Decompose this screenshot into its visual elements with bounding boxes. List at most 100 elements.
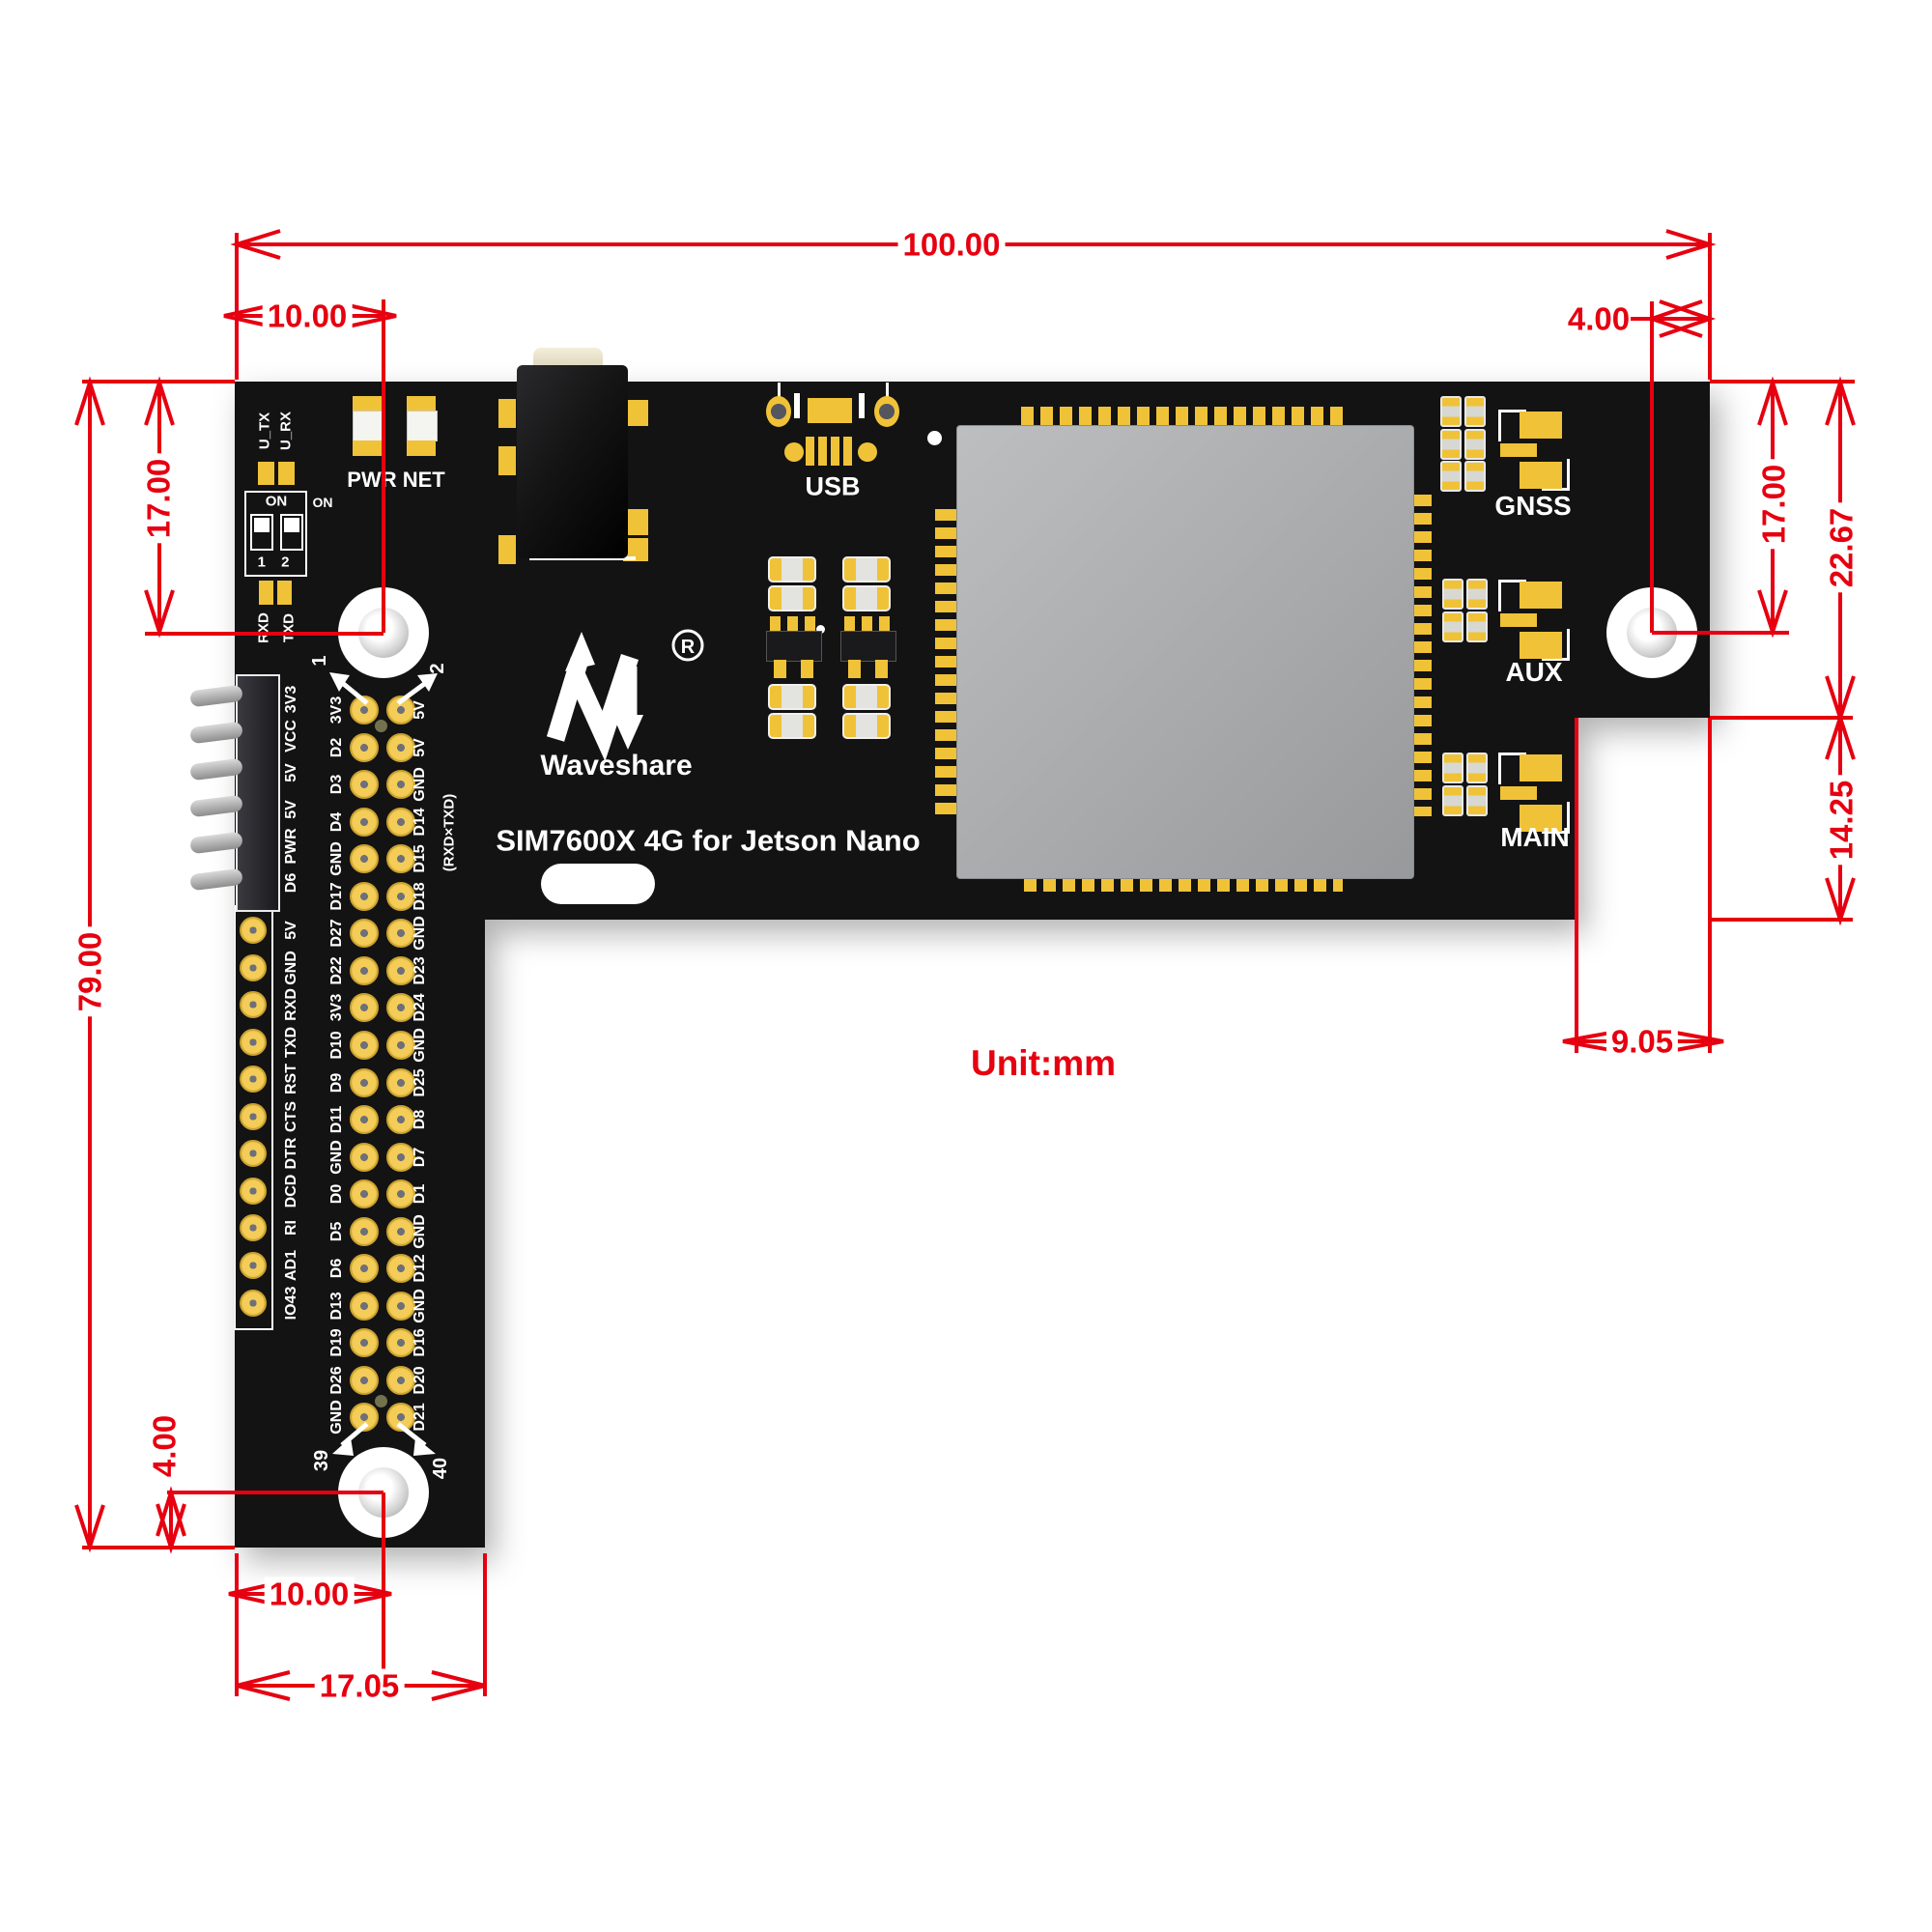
- dim-top-right-offset: 4.00: [1567, 300, 1631, 337]
- gpio-hole: [386, 770, 415, 800]
- smd-component: [768, 713, 816, 739]
- board-slot: [541, 864, 655, 904]
- gpio-hole: [350, 1142, 379, 1172]
- side-header-body: [236, 674, 280, 912]
- smd-component: [1440, 396, 1462, 427]
- gpio-hole: [386, 1179, 415, 1209]
- smd-component: [1442, 579, 1463, 610]
- dip-switch-on-label: ON: [265, 493, 288, 510]
- gpio-hole: [386, 993, 415, 1023]
- smd-component: [1442, 753, 1463, 783]
- sot23-pin: [801, 660, 813, 678]
- sot23-pin: [805, 616, 815, 633]
- modem-header-hole: [240, 1028, 267, 1056]
- gpio-hole: [386, 1216, 415, 1246]
- smd-component: [1464, 429, 1486, 460]
- usb-mount-pad: [874, 396, 899, 427]
- dip-switch-on-side-label: ON: [312, 495, 333, 510]
- gpio-hole: [386, 844, 415, 874]
- svg-text:R: R: [681, 637, 696, 658]
- dip-switch-numbers: 1 2: [257, 554, 296, 571]
- usb-silk-bar: [859, 393, 865, 418]
- jack-pad: [498, 446, 516, 475]
- net-led-pad: [407, 396, 436, 411]
- gpio-hole: [350, 807, 379, 837]
- sot23-pin: [879, 616, 890, 633]
- usb-label: USB: [805, 471, 861, 501]
- gpio-hole: [386, 1105, 415, 1135]
- smd-component: [842, 556, 891, 582]
- gpio-hole: [386, 919, 415, 949]
- gpio-hole: [350, 844, 379, 874]
- sot23-pin: [862, 616, 872, 633]
- modem-header-hole: [240, 1214, 267, 1242]
- smd-pad: [259, 581, 273, 605]
- dip-switch: [244, 491, 307, 577]
- smd-component: [1440, 429, 1462, 460]
- sot23-pin: [875, 660, 888, 678]
- smd-component: [842, 713, 891, 739]
- gpio-hole: [350, 1254, 379, 1284]
- modem-header-hole: [240, 991, 267, 1019]
- fiducial-dot: [375, 1395, 387, 1407]
- modem-header-hole: [240, 953, 267, 981]
- sot23-pin: [844, 616, 855, 633]
- dim-arm-width: 17.05: [314, 1668, 405, 1703]
- gpio-hole: [350, 1067, 379, 1097]
- sot23-pin: [770, 616, 781, 633]
- usb-silk-line: [886, 383, 889, 398]
- smd-component: [1466, 611, 1488, 642]
- chip-pads-top: [1021, 407, 1346, 428]
- gpio-hole: [386, 1365, 415, 1395]
- pwr-net-label: PWR NET: [347, 468, 445, 492]
- pwr-led-pad: [353, 440, 382, 456]
- usb-silk-line: [778, 383, 781, 398]
- main-antenna-footprint: [1498, 753, 1570, 834]
- gnss-label: GNSS: [1494, 491, 1572, 521]
- sot23-body: [766, 631, 822, 662]
- jack-pad: [498, 535, 516, 564]
- chip-pads-left: [935, 509, 956, 816]
- smd-component: [842, 684, 891, 710]
- usb-pad-round: [858, 442, 877, 462]
- usb-mount-pad: [766, 396, 791, 427]
- modem-header-hole: [240, 917, 267, 944]
- fiducial-dot: [927, 431, 942, 445]
- pwr-led-pad: [353, 396, 382, 411]
- smd-component: [768, 556, 816, 582]
- gpio-hole: [350, 1030, 379, 1060]
- usb-signal-pads: [806, 437, 856, 466]
- usb-pad-round: [784, 442, 804, 462]
- aux-label: AUX: [1505, 657, 1563, 687]
- modem-header-hole: [240, 1289, 267, 1317]
- gpio-hole: [386, 1254, 415, 1284]
- dim-cutout-width: 9.05: [1605, 1024, 1679, 1059]
- smd-component: [842, 585, 891, 611]
- gpio-hole: [386, 881, 415, 911]
- smd-component: [1442, 611, 1463, 642]
- gpio-hole: [350, 770, 379, 800]
- modem-header-hole: [240, 1177, 267, 1205]
- dip-switch-toggle-1: [250, 514, 273, 551]
- gpio-hole: [386, 807, 415, 837]
- gnss-antenna-footprint: [1498, 410, 1570, 491]
- gpio-hole: [386, 1328, 415, 1358]
- sot23-body: [840, 631, 896, 662]
- dim-cutout-height: 14.25: [1824, 775, 1860, 866]
- modem-header-hole: [240, 1065, 267, 1094]
- dim-bottom-hole-offset: 10.00: [264, 1577, 355, 1611]
- audio-jack: [517, 365, 628, 558]
- dim-top-left-offset: 10.00: [262, 298, 353, 333]
- gpio-hole: [350, 1105, 379, 1135]
- smd-pad: [278, 462, 295, 485]
- modem-header-hole: [240, 1102, 267, 1130]
- sot23-pin: [787, 616, 798, 633]
- fiducial-dot: [816, 625, 825, 634]
- net-led: [407, 411, 438, 441]
- smd-pad: [277, 581, 292, 605]
- brand-label: Waveshare: [540, 750, 693, 781]
